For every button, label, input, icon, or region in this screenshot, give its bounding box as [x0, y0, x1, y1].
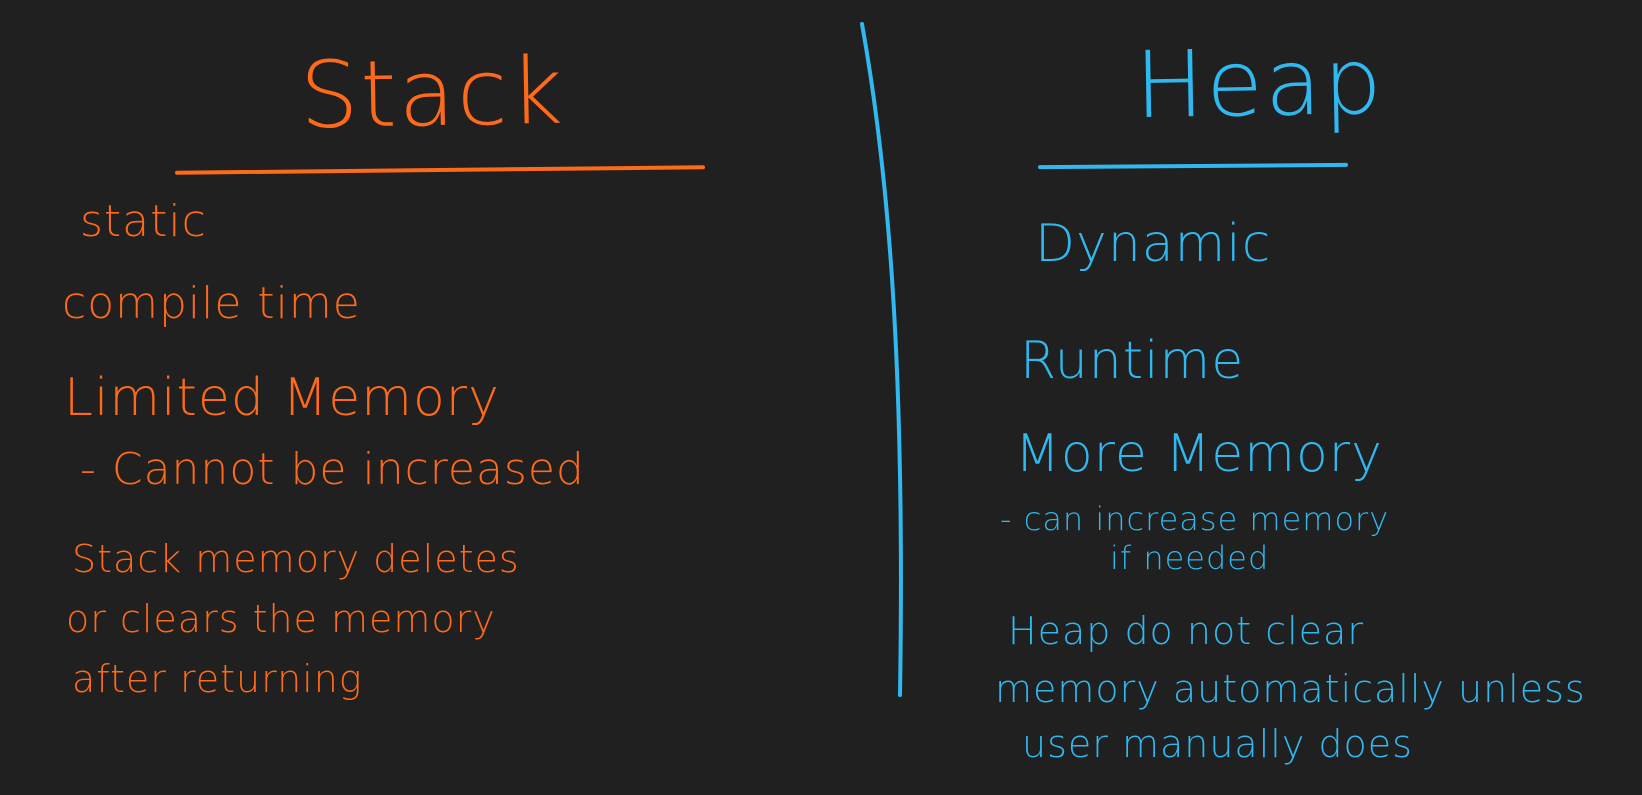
heap-dynamic-note: Dynamic [1035, 214, 1272, 274]
stack-compile-time-note: compile time [62, 278, 361, 329]
stack-deletes-note-line3: after returning [72, 657, 363, 701]
heap-more-memory-note: More Memory [1015, 424, 1383, 484]
heap-runtime-note: Runtime [1020, 331, 1245, 391]
heap-can-increase-note-line2: if needed [1110, 539, 1270, 577]
stack-static-note: static [80, 196, 207, 247]
heap-no-clear-note-line1: Heap do not clear [1008, 609, 1364, 653]
heap-can-increase-note-line1: - can increase memory [1000, 500, 1390, 538]
heap-heading: Heap [1134, 27, 1385, 140]
stack-cannot-increase-note: - Cannot be increased [80, 444, 585, 495]
stack-heading: Stack [299, 37, 566, 150]
heap-no-clear-note-line3: user manually does [1022, 722, 1413, 766]
stack-deletes-note-line1: Stack memory deletes [72, 537, 520, 581]
stack-deletes-note-line2: or clears the memory [66, 597, 496, 641]
stack-limited-memory-note: Limited Memory [64, 368, 500, 428]
heap-no-clear-note-line2: memory automatically unless [995, 667, 1586, 711]
